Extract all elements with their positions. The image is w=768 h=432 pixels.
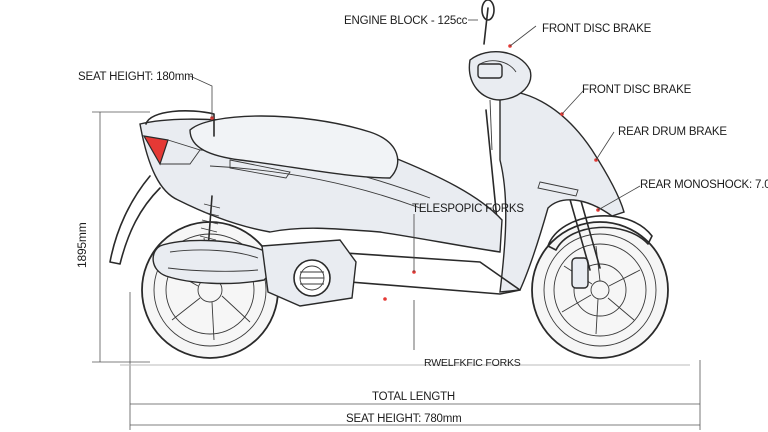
tail-light: [142, 135, 169, 166]
grab-rail: [145, 110, 215, 137]
label-seat-height-bottom: SEAT HEIGHT: 780mm: [346, 413, 461, 425]
seat: [189, 115, 399, 179]
dimension-lines: [92, 111, 701, 430]
label-height-dimension: 1895mm: [75, 222, 89, 268]
label-total-length: TOTAL LENGTH: [372, 391, 455, 403]
front-apron: [499, 90, 625, 293]
label-bottom-forks: RWELFKFIC FORKS: [424, 357, 521, 369]
floorboard: [299, 249, 521, 295]
label-engine-block: ENGINE BLOCK - 125cc: [344, 15, 468, 27]
label-telescopic-forks: TELESPOPIC FORKS: [412, 203, 524, 215]
label-front-disc-brake-mid: FRONT DISC BRAKE: [582, 84, 692, 96]
label-front-disc-brake-top: FRONT DISC BRAKE: [542, 23, 652, 35]
label-seat-height-top: SEAT HEIGHT: 180mm: [78, 71, 193, 83]
front-wheel: [531, 221, 669, 359]
label-rear-monoshock: REAR MONOSHOCK: 7.0L: [640, 179, 768, 191]
front-fender: [547, 215, 653, 251]
leader-lines: [189, 19, 641, 350]
handlebar-assembly: [468, 0, 532, 151]
label-rear-drum-brake: REAR DRUM BRAKE: [618, 126, 727, 138]
rear-fender: [109, 175, 161, 265]
engine-block: [261, 239, 357, 307]
exhaust: [152, 239, 272, 285]
